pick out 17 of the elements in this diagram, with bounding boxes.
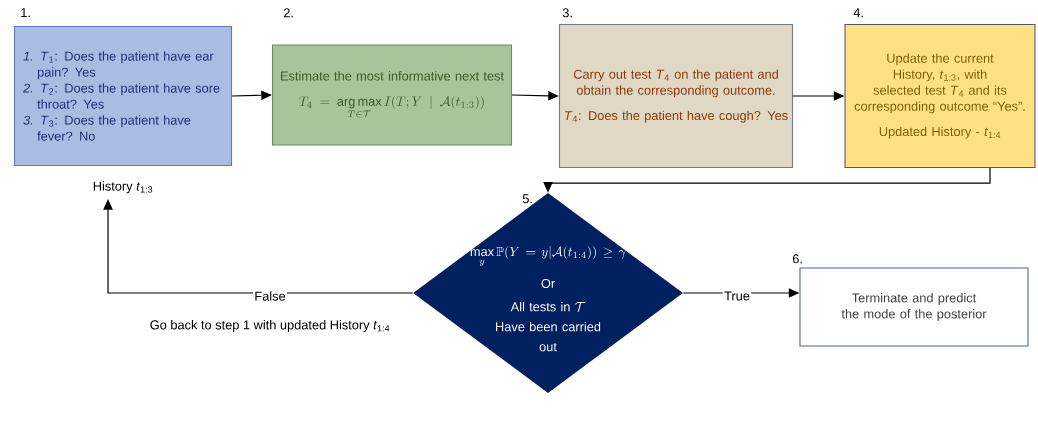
step-number: 4. — [853, 8, 863, 18]
history-box: 1. T$_{1}$: Does the patient have ear pain? Yes 2. T$_{2}$: Does the patient have sore throat? Yes 3. T$_{3}$: Does the patient have fever? No — [14, 25, 233, 167]
edge-label: False — [253, 289, 287, 302]
step-number: 5. — [522, 194, 532, 204]
arrow — [511, 90, 559, 101]
process-box: Estimate the most informative next test $T_4 = \mathop{\arg\max}\limits_{T\in\mathcal{T}} I(T;Y \mid \mathcal{A}(t_{1:3}))$ — [271, 44, 513, 146]
step-number: 1. — [21, 8, 30, 18]
step-number: 2. — [283, 8, 293, 18]
terminal-box: Terminate and predict the mode of the posterior — [799, 267, 1029, 347]
note-text: Go back to step 1 with updated History t$_{1:4}$ — [150, 320, 390, 332]
process-box: Carry out test T$_{4}$ on the patient and obtain the corresponding outcome. T$_{4}$: Does the patient have cough? Yes — [558, 23, 794, 169]
edge-label: True — [722, 290, 752, 302]
arrow — [103, 199, 414, 294]
process-box: Update the current History, t$_{1:3}$, with selected test T$_{4}$ and its corresponding outcome “Yes”. Updated History - t$_{1:4}$ — [844, 23, 1036, 169]
step-number: 6. — [792, 254, 802, 264]
history-label: History t$_{1:3}$ — [93, 181, 153, 194]
step-number: 3. — [562, 8, 572, 18]
